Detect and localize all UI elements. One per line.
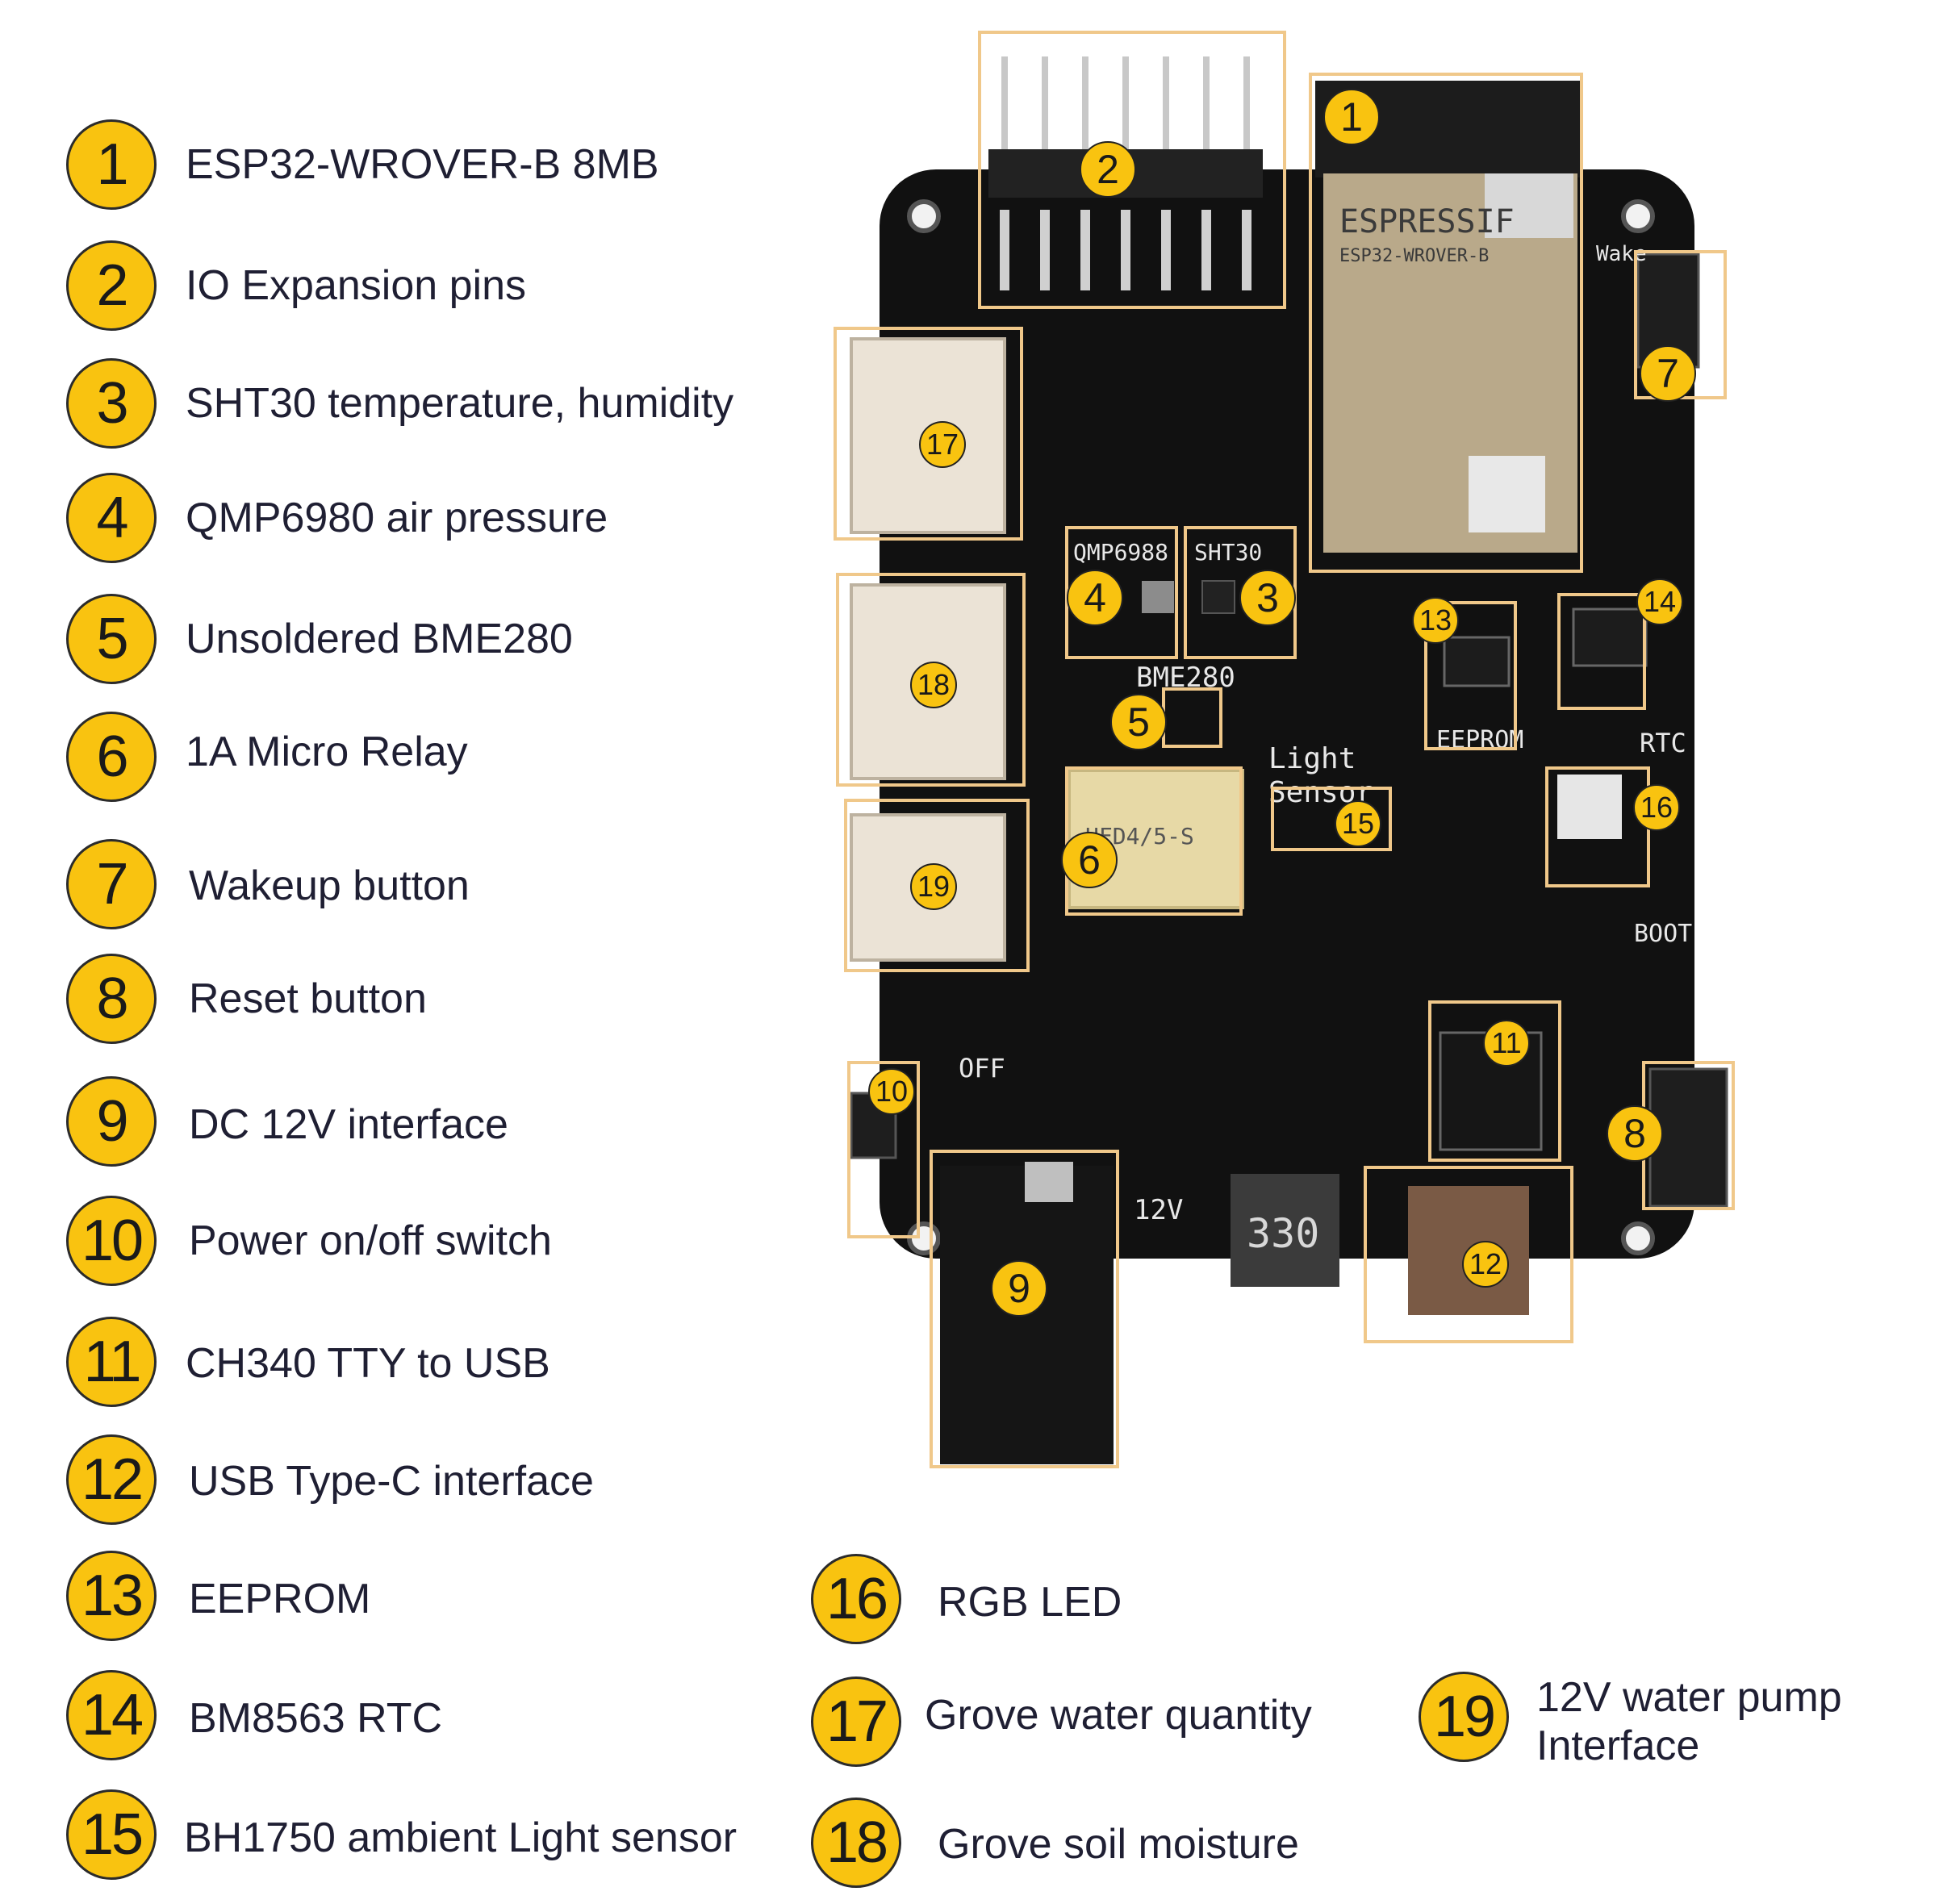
silk-rtc: RTC [1640,728,1686,758]
legend-label-10: Power on/off switch [189,1217,552,1264]
legend-label-11: CH340 TTY to USB [186,1340,550,1387]
legend-label-5: Unsoldered BME280 [186,616,573,662]
board-marker-8: 8 [1607,1105,1663,1162]
legend-badge-9: 9 [66,1076,157,1167]
board-marker-9: 9 [991,1260,1047,1317]
board-marker-19: 19 [910,863,957,910]
legend-badge-19: 19 [1419,1672,1509,1762]
box-rtc [1557,593,1646,710]
legend-badge-5: 5 [66,594,157,684]
board-marker-12: 12 [1462,1241,1509,1288]
header-pins [1001,56,1250,153]
box-grove-soil [836,573,1026,787]
box-eeprom [1424,601,1517,750]
legend-label-6: 1A Micro Relay [186,729,468,775]
board-marker-15: 15 [1335,800,1381,847]
legend-label-8: Reset button [189,975,427,1022]
board-marker-14: 14 [1636,578,1683,625]
legend-badge-1: 1 [66,119,157,210]
legend-label-19: 12V water pump Interface [1536,1674,1842,1769]
mount-hole [907,199,941,233]
silk-inductor: 330 [1247,1210,1320,1257]
silk-12v: 12V [1134,1194,1184,1226]
box-dc-jack [930,1150,1119,1468]
legend-label-18: Grove soil moisture [938,1821,1299,1868]
legend-badge-2: 2 [66,240,157,331]
board-marker-1: 1 [1323,89,1380,145]
board-marker-3: 3 [1239,570,1296,626]
silk-espressif: ESPRESSIF [1339,203,1515,240]
silk-module: ESP32-WROVER-B [1339,246,1490,266]
board-marker-13: 13 [1412,597,1459,644]
legend-badge-8: 8 [66,954,157,1044]
legend-badge-16: 16 [811,1554,901,1644]
legend-label-15: BH1750 ambient Light sensor [184,1814,738,1861]
legend-badge-14: 14 [66,1670,157,1760]
legend-badge-6: 6 [66,712,157,802]
legend-badge-18: 18 [811,1798,901,1888]
board-marker-2: 2 [1080,141,1136,198]
legend-label-14: BM8563 RTC [189,1695,443,1742]
board-marker-16: 16 [1633,784,1680,831]
box-ch340 [1428,1000,1561,1162]
box-power-switch [847,1061,920,1238]
legend-badge-13: 13 [66,1551,157,1641]
legend-label-1: ESP32-WROVER-B 8MB [186,141,659,188]
box-light-sensor [1271,787,1392,851]
legend-badge-17: 17 [811,1676,901,1767]
box-esp32 [1309,73,1583,573]
box-grove-water [834,327,1023,541]
legend-label-13: EEPROM [189,1576,371,1622]
box-io-pins [978,31,1286,309]
board-marker-18: 18 [910,662,957,708]
box-water-pump [844,799,1030,972]
legend-badge-7: 7 [66,839,157,929]
box-relay [1065,766,1243,916]
legend-badge-12: 12 [66,1434,157,1525]
legend-label-3: SHT30 temperature, humidity [186,380,734,427]
box-usb-c [1364,1166,1573,1343]
legend-badge-10: 10 [66,1196,157,1286]
legend-label-17: Grove water quantity [925,1692,1312,1739]
board-marker-5: 5 [1110,694,1167,750]
silk-light: Light [1268,742,1356,775]
board-marker-4: 4 [1067,570,1123,626]
legend-badge-3: 3 [66,358,157,449]
legend-label-16: RGB LED [938,1579,1122,1626]
legend-badge-15: 15 [66,1789,157,1880]
board-marker-6: 6 [1061,832,1118,888]
box-rgb-led [1545,766,1650,887]
silk-off: OFF [959,1053,1005,1084]
legend-label-4: QMP6980 air pressure [186,495,608,541]
board-marker-17: 17 [919,421,966,468]
inductor [1231,1174,1339,1287]
silk-sht30: SHT30 [1194,539,1263,566]
board-marker-11: 11 [1483,1020,1530,1067]
mount-hole [1621,199,1655,233]
mount-hole [1621,1221,1655,1255]
legend-label-2: IO Expansion pins [186,262,527,309]
box-bme280 [1162,687,1222,748]
silk-boot: BOOT [1634,920,1693,948]
legend-label-12: USB Type-C interface [189,1458,594,1505]
legend-label-9: DC 12V interface [189,1101,508,1148]
legend-badge-11: 11 [66,1317,157,1407]
board-marker-10: 10 [868,1068,915,1115]
silk-qmp6988: QMP6988 [1073,539,1169,566]
legend-badge-4: 4 [66,473,157,563]
legend-label-7: Wakeup button [189,862,470,909]
silk-wake: Wake [1596,242,1647,266]
board-marker-7: 7 [1640,345,1696,402]
